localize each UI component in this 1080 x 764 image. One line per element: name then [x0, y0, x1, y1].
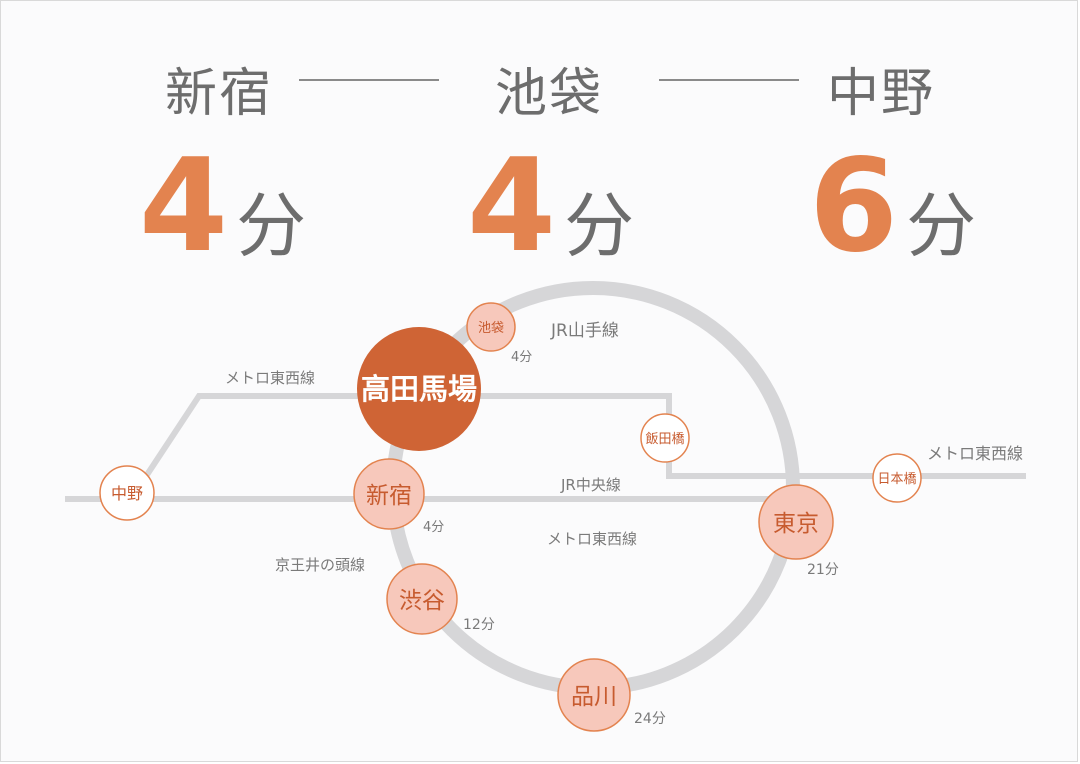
station-tokyo-label: 東京 [773, 511, 819, 537]
station-shibuya-circle [386, 563, 458, 635]
station-nakano-circle [99, 465, 155, 521]
line-label-tozai-center: メトロ東西線 [547, 530, 637, 548]
time-unit: 分 [236, 185, 307, 267]
header-divider [659, 79, 799, 81]
hub-station-label: 高田馬場 [361, 372, 477, 406]
header-station-shinjuku: 新宿 [164, 64, 273, 124]
station-nakano-label: 中野 [111, 484, 143, 503]
header-divider [299, 79, 439, 81]
time-value: 6 [809, 132, 899, 281]
time-value: 4 [139, 132, 229, 281]
station-shibuya-time: 12分 [463, 617, 495, 633]
tozai-line [128, 393, 1026, 501]
time-value: 4 [467, 132, 557, 281]
station-shinjuku-time: 4分 [423, 520, 444, 535]
station-shinjuku-circle [353, 458, 425, 530]
hub-station-circle [357, 327, 481, 451]
station-ikebukuro-time: 4分 [511, 350, 532, 365]
line-label-tozai-right: メトロ東西線 [927, 444, 1023, 463]
station-nihonbashi-circle [872, 453, 922, 503]
station-tokyo-time: 21分 [807, 562, 839, 578]
station-iidabashi-circle [640, 413, 690, 463]
line-label-keio: 京王井の頭線 [275, 556, 365, 574]
station-shinagawa-time: 24分 [634, 711, 666, 727]
time-unit: 分 [564, 185, 635, 267]
time-unit: 分 [906, 185, 977, 267]
station-shinjuku-label: 新宿 [366, 483, 412, 509]
header-station-nakano: 中野 [826, 64, 935, 124]
header-time-ikebukuro: 4 分 [467, 141, 634, 271]
station-ikebukuro-label: 池袋 [478, 321, 504, 336]
header-time-nakano: 6 分 [809, 141, 976, 271]
station-nihonbashi-label: 日本橋 [877, 472, 916, 487]
station-ikebukuro-circle [466, 302, 516, 352]
station-shibuya-label: 渋谷 [399, 588, 445, 614]
station-iidabashi-label: 飯田橋 [645, 432, 684, 447]
line-label-tozai-left: メトロ東西線 [225, 369, 315, 387]
header-station-ikebukuro: 池袋 [494, 64, 603, 124]
line-label-chuo: JR中央線 [560, 476, 621, 494]
header-time-shinjuku: 4 分 [139, 141, 306, 271]
line-label-yamanote: JR山手線 [550, 321, 619, 341]
station-shinagawa-circle [557, 658, 631, 732]
station-shinagawa-label: 品川 [571, 684, 617, 710]
station-tokyo-circle [758, 484, 834, 560]
